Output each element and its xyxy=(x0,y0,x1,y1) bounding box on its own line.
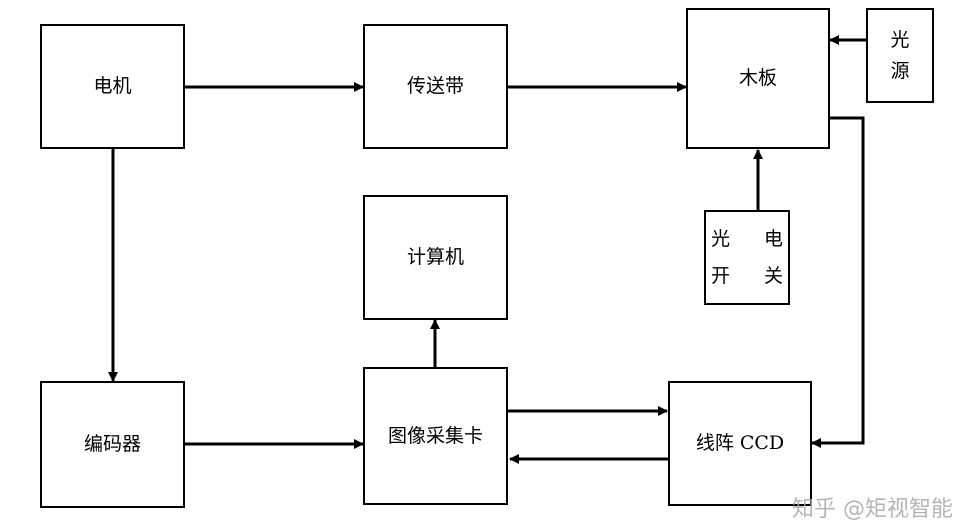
board-label: 木板 xyxy=(738,67,777,90)
light-source-label-line2: 源 xyxy=(890,59,910,82)
conveyor-box: 传送带 xyxy=(363,24,508,149)
arrow-board-to-line-ccd xyxy=(811,116,865,448)
conveyor-label: 传送带 xyxy=(406,75,464,98)
light-source-label-line1: 光 xyxy=(890,29,910,52)
photoswitch-label-line2: 开 关 xyxy=(710,264,798,287)
board-box: 木板 xyxy=(686,8,830,149)
computer-label: 计算机 xyxy=(406,246,464,269)
photoswitch-label-line1: 光 电 xyxy=(710,228,798,251)
photoswitch-box: 光 电 开 关 xyxy=(704,210,790,305)
motor-label: 电机 xyxy=(93,75,132,98)
motor-box: 电机 xyxy=(40,24,185,149)
line-ccd-box: 线阵 CCD xyxy=(668,381,812,506)
encoder-box: 编码器 xyxy=(40,381,185,508)
computer-box: 计算机 xyxy=(363,195,508,320)
capture-card-label: 图像采集卡 xyxy=(387,424,483,447)
watermark: 知乎 @矩视智能 xyxy=(792,497,953,522)
line-ccd-label: 线阵 CCD xyxy=(695,432,785,455)
light-source-box: 光 源 xyxy=(866,8,934,103)
capture-card-box: 图像采集卡 xyxy=(363,367,508,505)
encoder-label: 编码器 xyxy=(83,433,141,456)
